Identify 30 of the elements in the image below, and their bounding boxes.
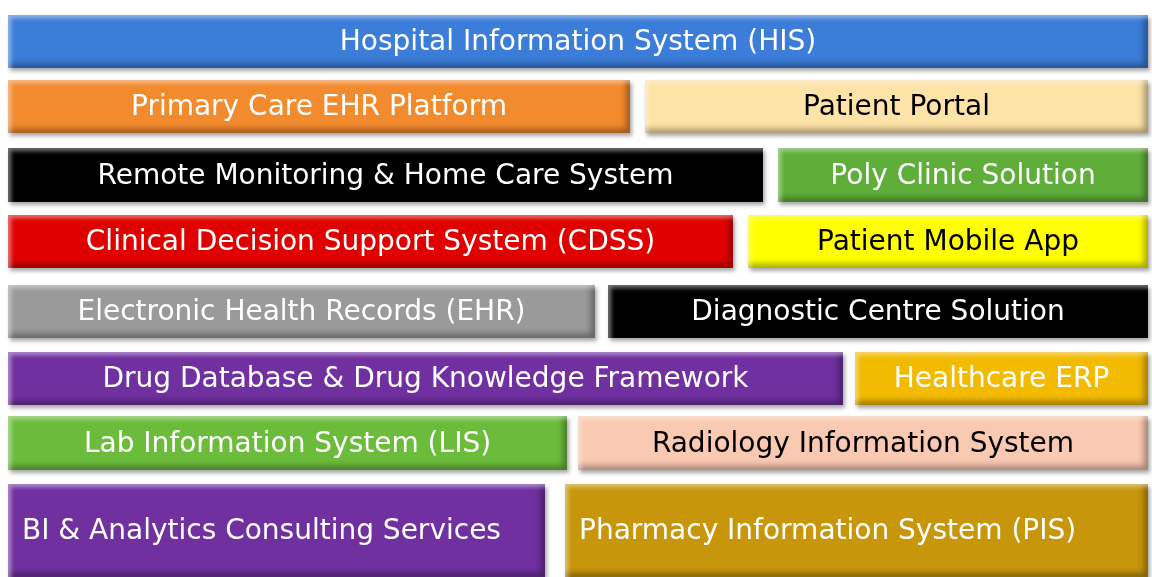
module-name: Hospital Information System (HIS) xyxy=(339,23,817,60)
module-tile xyxy=(565,484,1148,577)
module-tile xyxy=(578,416,1148,470)
module-tile xyxy=(645,80,1148,133)
module-tile xyxy=(8,15,1148,68)
module-name: Pharmacy Information System (PIS) xyxy=(579,512,1077,549)
module-tile xyxy=(8,80,630,133)
module-tile xyxy=(778,148,1148,202)
module-name: Poly Clinic Solution xyxy=(830,156,1096,193)
module-name: Radiology Information System xyxy=(651,424,1075,461)
module-name: Healthcare ERP xyxy=(893,360,1110,397)
module-tile xyxy=(855,352,1148,405)
module-tile xyxy=(8,484,545,577)
module-tile xyxy=(748,215,1148,268)
module-name: Electronic Health Records (EHR) xyxy=(77,293,526,330)
module-tile xyxy=(8,215,733,268)
module-tile xyxy=(608,285,1148,338)
module-name: Clinical Decision Support System (CDSS) xyxy=(85,223,656,260)
module-name: Lab Information System (LIS) xyxy=(83,424,492,461)
module-name: Patient Portal xyxy=(803,88,990,125)
module-name: Drug Database & Drug Knowledge Framework xyxy=(102,360,749,397)
module-tile xyxy=(8,352,843,405)
module-name: Primary Care EHR Platform xyxy=(131,88,507,125)
module-tile xyxy=(8,416,567,470)
module-name: BI & Analytics Consulting Services xyxy=(22,512,501,549)
module-name: Remote Monitoring & Home Care System xyxy=(97,156,674,193)
module-tile xyxy=(8,285,595,338)
module-name: Diagnostic Centre Solution xyxy=(691,293,1065,330)
module-tile xyxy=(8,148,763,202)
module-name: Patient Mobile App xyxy=(817,223,1079,260)
